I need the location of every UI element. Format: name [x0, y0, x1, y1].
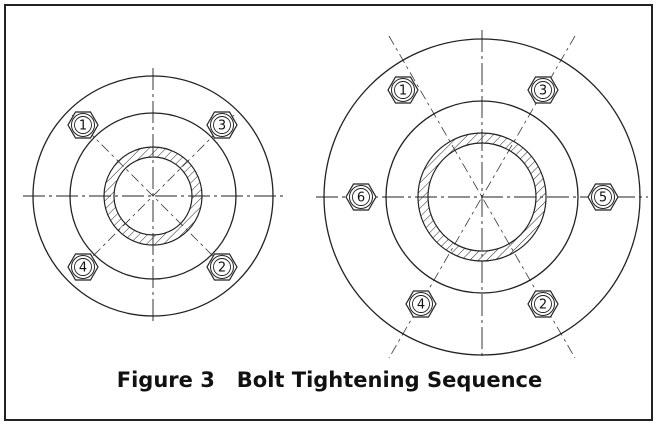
figure-title: Bolt Tightening Sequence: [236, 368, 543, 392]
washer-ring: [391, 78, 415, 102]
hex-nut-icon: [67, 111, 99, 139]
figure-frame: [4, 4, 653, 421]
bolt-sequence-number: 3: [539, 84, 547, 99]
sequence-number-circle: [534, 295, 552, 313]
washer-ring: [71, 113, 95, 137]
bolt-nut: 2: [206, 253, 238, 281]
washer-ring: [210, 255, 234, 279]
pipe-wall-hatched: [417, 132, 547, 262]
washer-ring: [591, 185, 615, 209]
bolt-sequence-number: 4: [79, 261, 87, 276]
bolt-nut: 6: [345, 183, 377, 211]
bolt-nut: 5: [587, 183, 619, 211]
bolt-nut: 2: [527, 290, 559, 318]
bolt-nut: 3: [527, 76, 559, 104]
sequence-number-circle: [213, 258, 231, 276]
bolt-nut: 3: [206, 111, 238, 139]
hex-nut-icon: [527, 76, 559, 104]
hex-nut-icon: [67, 253, 99, 281]
bolt-nut: 4: [405, 290, 437, 318]
hex-nut-icon: [387, 76, 419, 104]
hex-nut-icon: [405, 290, 437, 318]
bolt-sequence-number: 3: [218, 119, 226, 134]
bolt-centerline-diagonal: [71, 114, 235, 278]
washer-ring: [531, 292, 555, 316]
hex-nut-icon: [206, 253, 238, 281]
bolt-sequence-number: 2: [218, 261, 226, 276]
figure-caption: Figure 3 Bolt Tightening Sequence: [0, 368, 659, 392]
washer-ring: [71, 255, 95, 279]
bolt-sequence-number: 1: [79, 119, 87, 134]
sequence-number-circle: [534, 81, 552, 99]
bolt-sequence-number: 5: [599, 191, 607, 206]
bolt-sequence-number: 6: [357, 191, 365, 206]
washer-ring: [210, 113, 234, 137]
bolt-sequence-number: 2: [539, 298, 547, 313]
hex-nut-icon: [587, 183, 619, 211]
bolt-sequence-number: 1: [399, 84, 407, 99]
washer-ring: [531, 78, 555, 102]
sequence-number-circle: [394, 81, 412, 99]
hex-nut-icon: [527, 290, 559, 318]
sequence-number-circle: [213, 116, 231, 134]
bolt-nut: 1: [67, 111, 99, 139]
bolt-sequence-number: 4: [417, 298, 425, 313]
bolt-nut: 4: [67, 253, 99, 281]
hex-nut-icon: [345, 183, 377, 211]
hex-nut-icon: [206, 111, 238, 139]
sequence-number-circle: [74, 258, 92, 276]
flange-4-bolt: 1 3 4 2: [23, 68, 283, 324]
figure-label: Figure 3: [116, 368, 215, 392]
pipe-wall-hatched: [103, 146, 203, 246]
bolt-nut: 1: [387, 76, 419, 104]
flange-6-bolt: 1 3 6 5 4 2: [316, 30, 648, 359]
washer-ring: [409, 292, 433, 316]
sequence-number-circle: [412, 295, 430, 313]
sequence-number-circle: [594, 188, 612, 206]
washer-ring: [349, 185, 373, 209]
sequence-number-circle: [352, 188, 370, 206]
sequence-number-circle: [74, 116, 92, 134]
